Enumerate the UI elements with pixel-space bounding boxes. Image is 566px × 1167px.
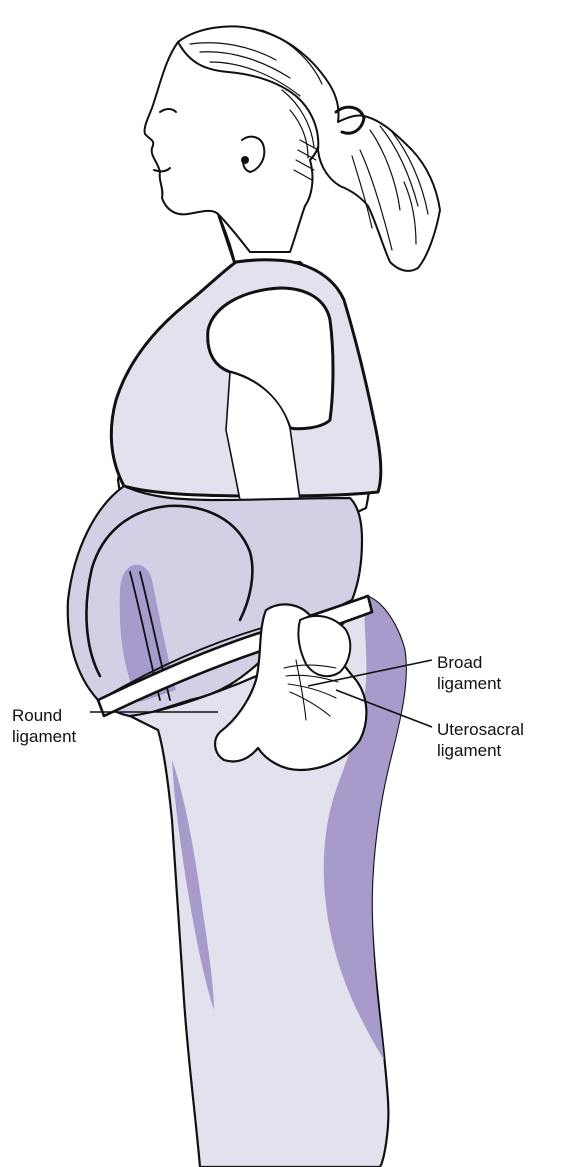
broad-ligament-label: Broad ligament bbox=[437, 652, 501, 694]
lower-body bbox=[98, 596, 406, 1167]
uterosacral-ligament-label: Uterosacral ligament bbox=[437, 719, 524, 761]
earring bbox=[242, 157, 248, 163]
torso bbox=[111, 214, 380, 520]
round-ligament-label: Round ligament bbox=[12, 705, 76, 747]
